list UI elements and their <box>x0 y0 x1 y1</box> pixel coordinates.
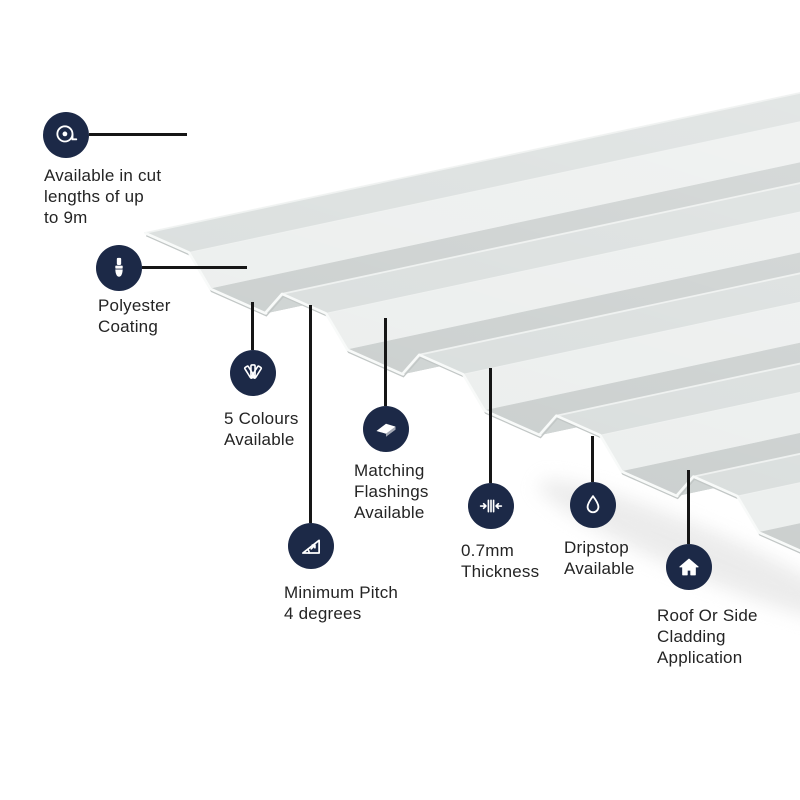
label-thickness: 0.7mm Thickness <box>461 541 540 581</box>
label-dripstop: Dripstop Available <box>564 538 635 578</box>
label-flashings: Matching Flashings Available <box>354 461 429 522</box>
connector-flashings <box>384 318 387 406</box>
label-cut-lengths: Available in cut lengths of up to 9m <box>44 166 162 227</box>
colour-fan-icon <box>230 350 276 396</box>
tape-measure-icon <box>43 112 89 158</box>
connector-cladding <box>687 470 690 544</box>
connector-thickness <box>489 368 492 483</box>
label-minimum-pitch: Minimum Pitch 4 degrees <box>284 583 399 623</box>
label-cladding: Roof Or Side Cladding Application <box>657 606 758 667</box>
house-icon <box>666 544 712 590</box>
label-polyester-coating: Polyester Coating <box>98 296 171 336</box>
water-droplet-icon <box>570 482 616 528</box>
flashing-sheet-icon <box>363 406 409 452</box>
connector-polyester-coating <box>142 266 247 269</box>
label-colours: 5 Colours Available <box>224 409 299 449</box>
pitch-angle-icon <box>288 523 334 569</box>
paint-brush-icon <box>96 245 142 291</box>
connector-dripstop <box>591 436 594 482</box>
connector-cut-lengths <box>89 133 187 136</box>
connector-colours <box>251 302 254 350</box>
thickness-gauge-icon <box>468 483 514 529</box>
connector-minimum-pitch <box>309 305 312 523</box>
